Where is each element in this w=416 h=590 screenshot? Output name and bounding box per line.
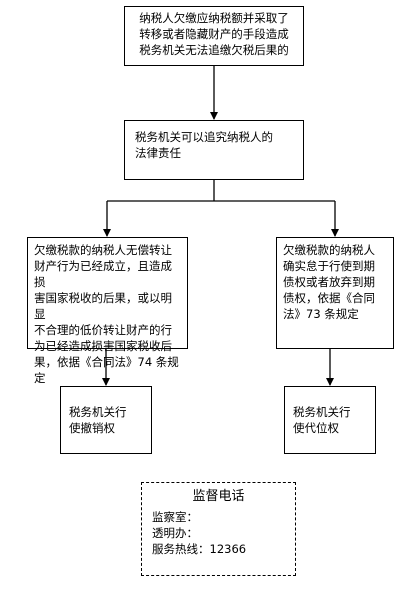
- node-right-of-revocation-text: 税务机关行 使撤销权: [69, 405, 127, 435]
- node-claim-neglect: 欠缴税款的纳税人 确实怠于行使到期 债权或者放弃到期 债权，依据《合同 法》73…: [276, 237, 394, 349]
- node-tax-evasion: 纳税人欠缴应纳税额并采取了 转移或者隐藏财产的手段造成 税务机关无法追缴欠税后果…: [124, 6, 304, 66]
- node-claim-neglect-text: 欠缴税款的纳税人 确实怠于行使到期 债权或者放弃到期 债权，依据《合同 法》73…: [283, 243, 375, 321]
- node-legal-liability: 税务机关可以追究纳税人的 法律责任: [124, 120, 304, 180]
- node-right-of-subrogation: 税务机关行 使代位权: [284, 386, 376, 454]
- node-property-transfer: 欠缴税款的纳税人无偿转让 财产行为已经成立，且造成损 害国家税收的后果，或以明显…: [27, 237, 188, 385]
- node-right-of-subrogation-text: 税务机关行 使代位权: [293, 405, 351, 435]
- node-tax-evasion-text: 纳税人欠缴应纳税额并采取了 转移或者隐藏财产的手段造成 税务机关无法追缴欠税后果…: [139, 11, 289, 57]
- node-legal-liability-text: 税务机关可以追究纳税人的 法律责任: [135, 130, 273, 160]
- supervision-title: 监督电话: [192, 489, 245, 504]
- supervision-hotline-box: 监督电话 监察室： 透明办： 服务热线：12366: [141, 482, 296, 576]
- node-property-transfer-text: 欠缴税款的纳税人无偿转让 财产行为已经成立，且造成损 害国家税收的后果，或以明显…: [34, 243, 179, 385]
- supervision-office-line: 监察室：: [152, 510, 198, 524]
- supervision-hotline-line: 服务热线：12366: [152, 542, 247, 556]
- node-right-of-revocation: 税务机关行 使撤销权: [60, 386, 152, 454]
- supervision-transparency-line: 透明办：: [152, 526, 198, 540]
